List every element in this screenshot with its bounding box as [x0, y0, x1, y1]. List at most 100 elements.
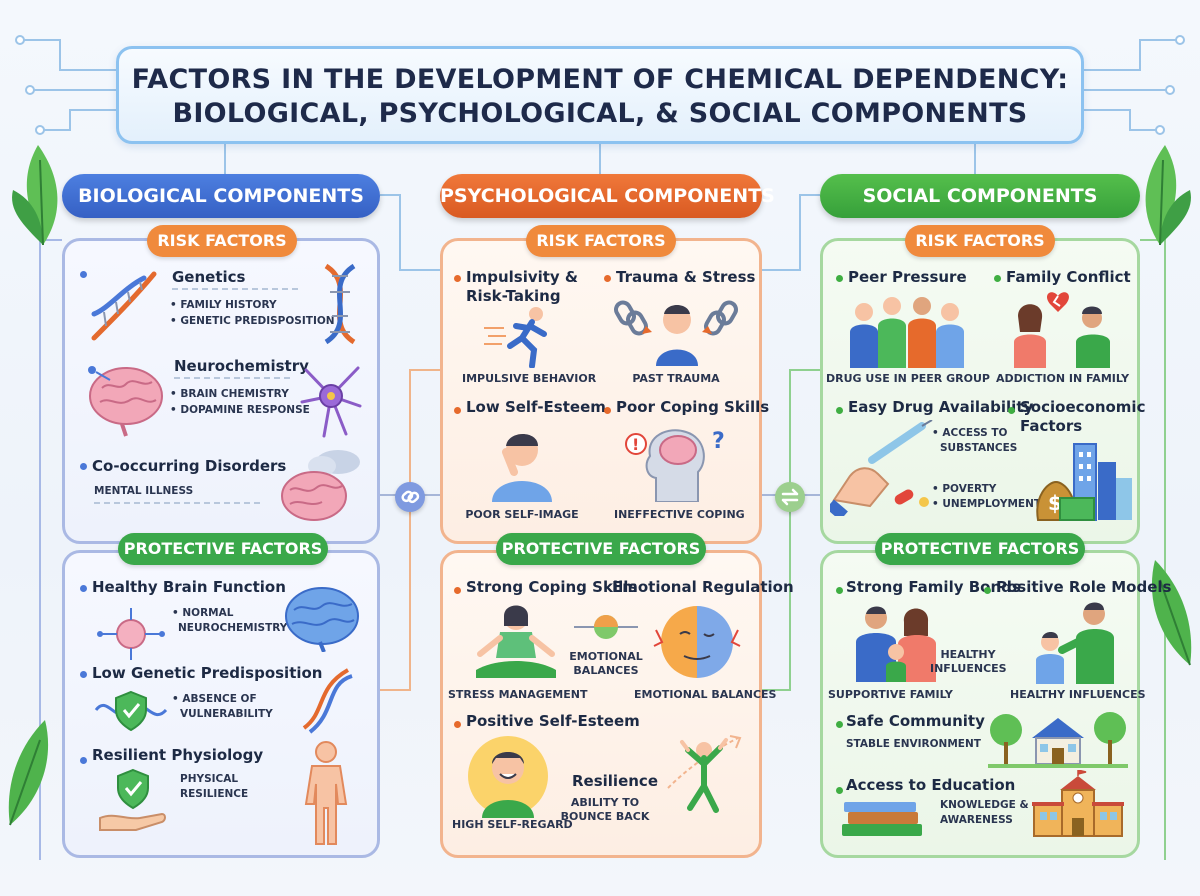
mentor-child-icon — [1036, 602, 1114, 684]
bullet-dot — [454, 587, 461, 595]
running-person-icon — [484, 307, 547, 368]
education-bullet-2: AWARENESS — [940, 814, 1013, 826]
dna-diagonal-icon — [302, 668, 353, 734]
impulsivity-caption: IMPULSIVE BEHAVIOR — [462, 372, 597, 385]
bullet-dot — [454, 275, 461, 283]
low-genetic-bullet-2: VULNERABILITY — [180, 708, 273, 720]
healthy-brain-bullet-2: NEUROCHEMISTRY — [178, 622, 288, 634]
healthy-brain-title: Healthy Brain Function — [92, 578, 286, 596]
psych-protective-factors-pill: PROTECTIVE FACTORS — [496, 533, 706, 565]
low-self-esteem-title: Low Self-Esteem — [466, 398, 606, 416]
social-components-header: SOCIAL COMPONENTS — [820, 174, 1140, 218]
positive-self-esteem-title: Positive Self-Esteem — [466, 712, 640, 730]
biological-components-header: BIOLOGICAL COMPONENTS — [62, 174, 380, 218]
bullet-dot — [80, 671, 87, 679]
brain-network-icon — [97, 608, 165, 660]
genetics-bullet-2: • GENETIC PREDISPOSITION — [170, 315, 335, 327]
poor-coping-caption: INEFFECTIVE COPING — [614, 508, 745, 521]
title-line-2: BIOLOGICAL, PSYCHOLOGICAL, & SOCIAL COMP… — [172, 98, 1028, 129]
svg-text:$: $ — [1048, 491, 1062, 515]
exchange-arrows-icon — [775, 482, 805, 512]
dna-helix-icon — [91, 271, 157, 341]
low-self-esteem-caption: POOR SELF-IMAGE — [465, 508, 579, 521]
family-conflict-title: Family Conflict — [1006, 268, 1131, 286]
bullet-dot — [836, 407, 843, 415]
bullet-dot — [1008, 407, 1015, 415]
education-bullet-1: KNOWLEDGE & — [940, 799, 1029, 811]
bullet-dot — [454, 407, 461, 415]
genetics-title: Genetics — [172, 268, 246, 286]
healthy-brain-bullet-1: • NORMAL — [172, 607, 234, 619]
trauma-caption: PAST TRAUMA — [632, 372, 720, 385]
divider — [94, 502, 264, 504]
chain-link-icon — [395, 482, 425, 512]
shield-check-dna-icon — [94, 690, 168, 732]
human-body-icon — [304, 741, 348, 845]
dna-strand-icon — [324, 263, 356, 345]
leaf-decoration-icon — [1145, 145, 1191, 246]
drug-availability-title: Easy Drug Availability — [848, 398, 1034, 416]
social-protective-factors-pill: PROTECTIVE FACTORS — [875, 533, 1085, 565]
meditating-person-icon — [476, 605, 556, 678]
brain-storm-cloud-icon — [281, 450, 360, 521]
bullet-dot — [80, 757, 87, 765]
neuro-bullet-1: • BRAIN CHEMISTRY — [170, 388, 289, 400]
bullet-dot — [80, 271, 87, 279]
neuro-bullet-2: • DOPAMINE RESPONSE — [170, 404, 310, 416]
balance-scale-icon — [574, 615, 638, 639]
bullet-dot — [836, 721, 843, 729]
resilience-bullet-1: ABILITY TO — [570, 796, 640, 809]
bullet-dot — [984, 587, 991, 595]
divider — [172, 288, 302, 290]
peer-group-icon — [850, 297, 964, 368]
neuron-icon — [300, 366, 362, 438]
resilience-bullet-2: BOUNCE BACK — [560, 810, 650, 823]
blue-brain-icon — [285, 587, 359, 652]
sad-person-icon — [492, 434, 552, 502]
low-genetic-bullet-1: • ABSENCE OF — [172, 693, 257, 705]
physiology-bullet-2: RESILIENCE — [180, 788, 249, 800]
cooccurring-bullet-1: MENTAL ILLNESS — [94, 485, 194, 497]
resilience-title: Resilience — [572, 772, 658, 790]
emotional-regulation-title: Emotional Regulation — [612, 578, 794, 596]
leaf-decoration-icon — [8, 720, 49, 826]
brain-icon — [88, 366, 163, 437]
positive-self-esteem-caption: HIGH SELF-REGARD — [452, 818, 573, 831]
family-bonds-title: Strong Family Bonds — [846, 578, 1021, 596]
bullet-dot — [604, 275, 611, 283]
genetics-bullet-1: • FAMILY HISTORY — [170, 299, 277, 311]
family-bonds-caption: SUPPORTIVE FAMILY — [828, 688, 953, 701]
jumping-person-icon — [667, 735, 742, 813]
social-risk-factors-pill: RISK FACTORS — [905, 225, 1055, 257]
leaf-decoration-icon — [12, 145, 58, 246]
psychological-components-header: PSYCHOLOGICAL COMPONENTS — [440, 174, 775, 218]
school-building-icon — [1032, 770, 1124, 837]
arguing-couple-icon — [1014, 292, 1110, 368]
strong-coping-title: Strong Coping Skills — [466, 578, 638, 596]
house-trees-icon — [988, 712, 1128, 768]
role-models-mid-1: HEALTHY — [940, 648, 996, 661]
cooccurring-title: Co-occurring Disorders — [92, 457, 287, 475]
bullet-dot — [80, 585, 87, 593]
physiology-bullet-1: PHYSICAL — [180, 773, 239, 785]
shield-on-hand-icon — [99, 768, 166, 831]
genetics-item — [80, 266, 92, 284]
emotional-regulation-caption: EMOTIONAL BALANCES — [634, 688, 777, 701]
socio-bullet-1: • POVERTY — [932, 483, 997, 495]
psych-risk-factors-pill: RISK FACTORS — [526, 225, 676, 257]
resilient-physiology-title: Resilient Physiology — [92, 746, 264, 764]
bullet-dot — [836, 587, 843, 595]
bullet-dot — [604, 407, 611, 415]
role-models-title: Positive Role Models — [996, 578, 1172, 596]
broken-chains-person-icon — [614, 300, 738, 366]
leaf-decoration-icon — [1151, 560, 1192, 666]
bio-protective-factors-pill: PROTECTIVE FACTORS — [118, 533, 328, 565]
family-conflict-caption: ADDICTION IN FAMILY — [996, 372, 1130, 385]
svg-text:?: ? — [712, 429, 725, 454]
money-bag-city-icon: $ — [1036, 443, 1132, 521]
half-face-emotion-icon — [653, 606, 741, 678]
role-models-mid-2: INFLUENCES — [930, 662, 1007, 675]
socioeconomic-title: Socioeconomic Factors — [1020, 398, 1146, 435]
peer-pressure-caption: DRUG USE IN PEER GROUP — [826, 372, 990, 385]
bullet-dot — [80, 463, 87, 471]
